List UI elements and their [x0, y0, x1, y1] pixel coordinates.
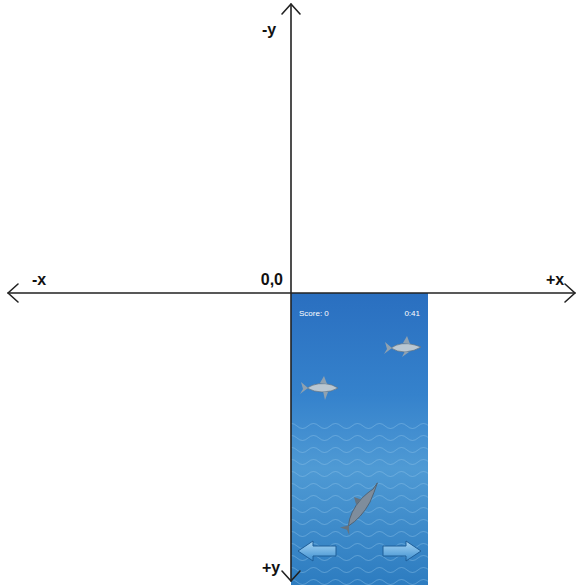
- axis-label: -y: [262, 22, 276, 38]
- origin-label: 0,0: [261, 272, 283, 288]
- score-text: Score: 0: [299, 310, 329, 318]
- game-screen: [291, 293, 428, 585]
- axis-label: -x: [32, 272, 46, 288]
- axes: [8, 4, 575, 581]
- axis-label: +y: [262, 560, 280, 576]
- timer-text: 0:41: [404, 310, 420, 318]
- axis-label: +x: [546, 272, 564, 288]
